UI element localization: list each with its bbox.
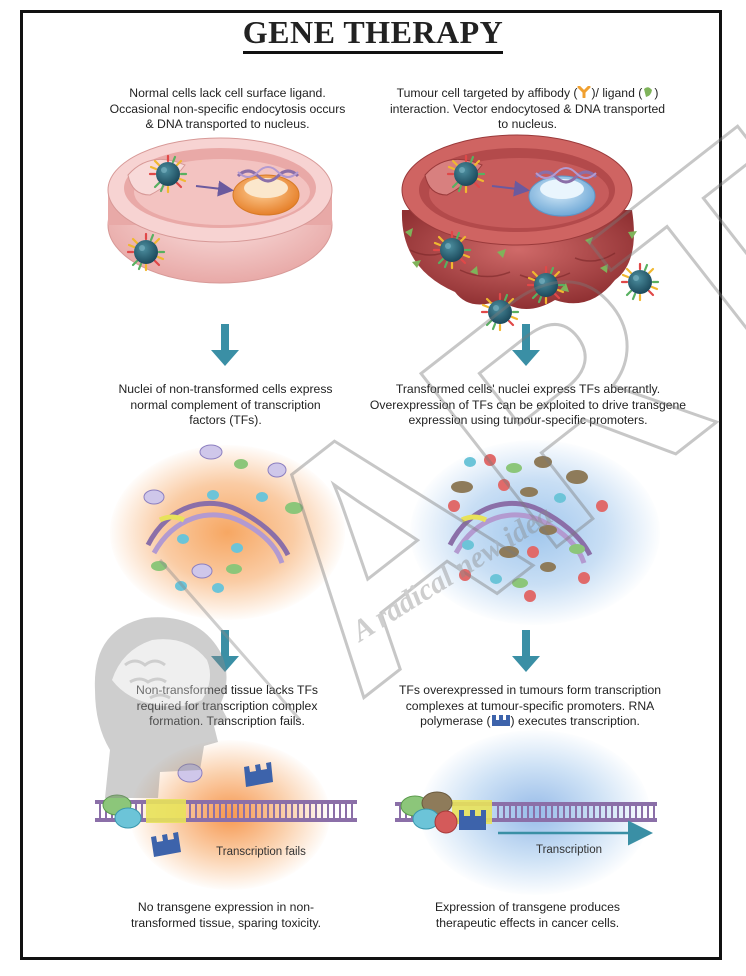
left-caption-1: Normal cells lack cell surface ligand. O…	[109, 86, 346, 131]
left-caption-4: No transgene expression in non-transform…	[130, 900, 322, 930]
right-dna-ladder	[395, 791, 657, 846]
right-caption-1-part-b: )/	[591, 86, 599, 100]
transcription-fails-label: Transcription fails	[216, 846, 306, 858]
polymerase-icon	[491, 715, 510, 726]
affibody-icon	[577, 85, 591, 99]
page-title: GENE THERAPY	[0, 14, 746, 54]
flow-arrows	[211, 324, 540, 672]
right-caption-3-part-a: TFs overexpressed in tumours form transc…	[398, 683, 662, 728]
left-caption-2: Nuclei of non-transformed cells express …	[118, 382, 333, 427]
orange-glow-nucleus	[110, 445, 345, 620]
right-caption-2: Transformed cells' nuclei express TFs ab…	[369, 382, 687, 427]
right-caption-3: TFs overexpressed in tumours form transc…	[380, 683, 680, 730]
right-caption-1: Tumour cell targeted by affibody ( )/ lig…	[385, 85, 670, 133]
right-caption-1-part-c: ligand (	[602, 86, 643, 100]
right-caption-4: Expression of transgene produces therape…	[435, 900, 620, 930]
transcription-label: Transcription	[536, 844, 602, 856]
right-tf-cluster	[448, 454, 608, 602]
left-dna-ladder	[95, 762, 357, 857]
right-caption-1-part-d: ) interaction. Vector endocytosed & DNA …	[389, 86, 666, 131]
right-caption-1-part-a: Tumour cell targeted by affibody (	[396, 86, 578, 100]
left-tf-cluster	[143, 444, 303, 593]
left-caption-3: Non-transformed tissue lacks TFs require…	[136, 683, 318, 728]
normal-cell	[107, 137, 333, 284]
ligand-icon	[644, 87, 653, 97]
tumour-cell	[401, 134, 660, 332]
right-caption-3-part-b: ) executes transcription.	[510, 714, 640, 728]
